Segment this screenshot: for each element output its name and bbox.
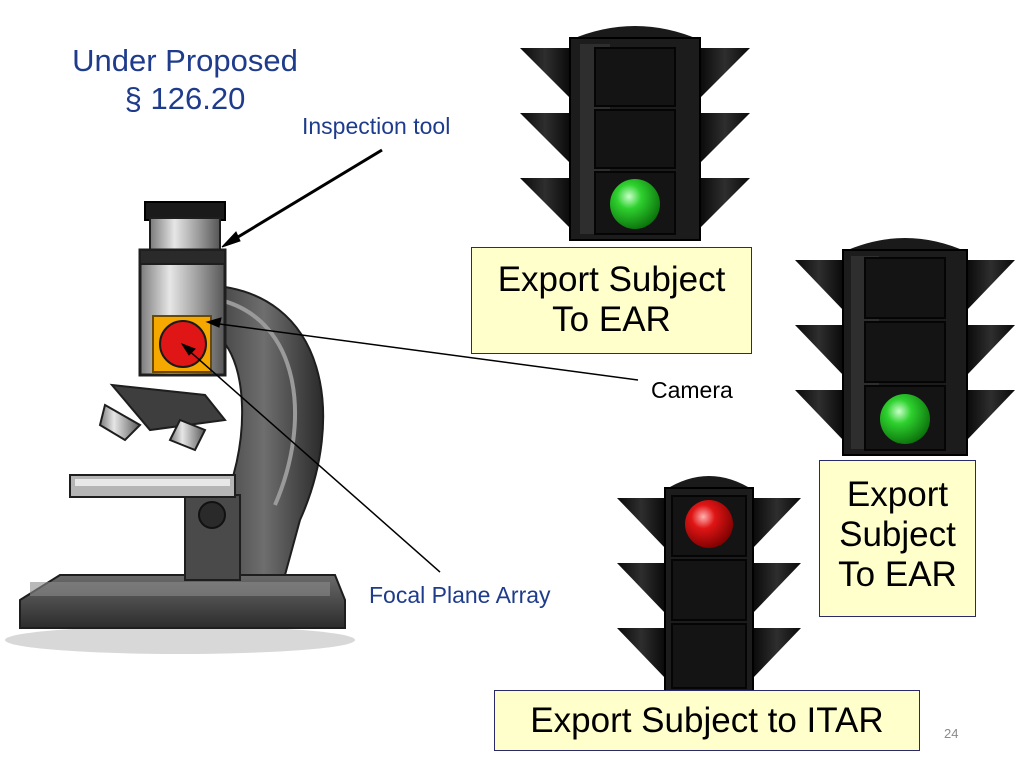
green-light-icon — [880, 394, 930, 444]
slide-title: Under Proposed § 126.20 — [50, 42, 320, 118]
signal-2-label-line-3: To EAR — [838, 555, 957, 594]
inspection-tool-label: Inspection tool — [302, 113, 451, 139]
microscope-illustration — [5, 201, 355, 654]
title-line-1: Under Proposed — [72, 43, 298, 78]
page-number: 24 — [944, 726, 959, 741]
red-light-icon — [685, 500, 733, 548]
signal-3-label-line-1: Export Subject to ITAR — [530, 701, 884, 740]
callout-lines — [180, 148, 639, 573]
signal-2-label-line-1: Export — [846, 475, 949, 514]
signal-1-label-line-1: Export Subject — [497, 260, 726, 299]
title-line-2: § 126.20 — [124, 81, 246, 116]
focal-plane-arrowhead — [180, 342, 196, 356]
signal-2-label-line-2: Subject — [839, 515, 956, 554]
signal-2-label-box: Export Subject To EAR — [819, 460, 976, 617]
green-light-icon — [610, 179, 660, 229]
signal-1-label-line-2: To EAR — [552, 300, 671, 339]
camera-label: Camera — [651, 377, 733, 403]
inspection-tool-arrowhead — [221, 231, 241, 248]
signal-3-label-box: Export Subject to ITAR — [494, 690, 920, 751]
camera-callout-line — [211, 322, 639, 381]
signal-1-label-box: Export Subject To EAR — [471, 247, 752, 354]
traffic-light-3 — [617, 476, 801, 694]
traffic-light-2 — [795, 238, 1015, 456]
inspection-tool-arrow — [227, 148, 383, 245]
traffic-light-1 — [520, 26, 750, 241]
focal-plane-callout-line — [185, 347, 441, 573]
focal-plane-array-label: Focal Plane Array — [369, 582, 551, 608]
camera-arrowhead — [205, 317, 222, 328]
